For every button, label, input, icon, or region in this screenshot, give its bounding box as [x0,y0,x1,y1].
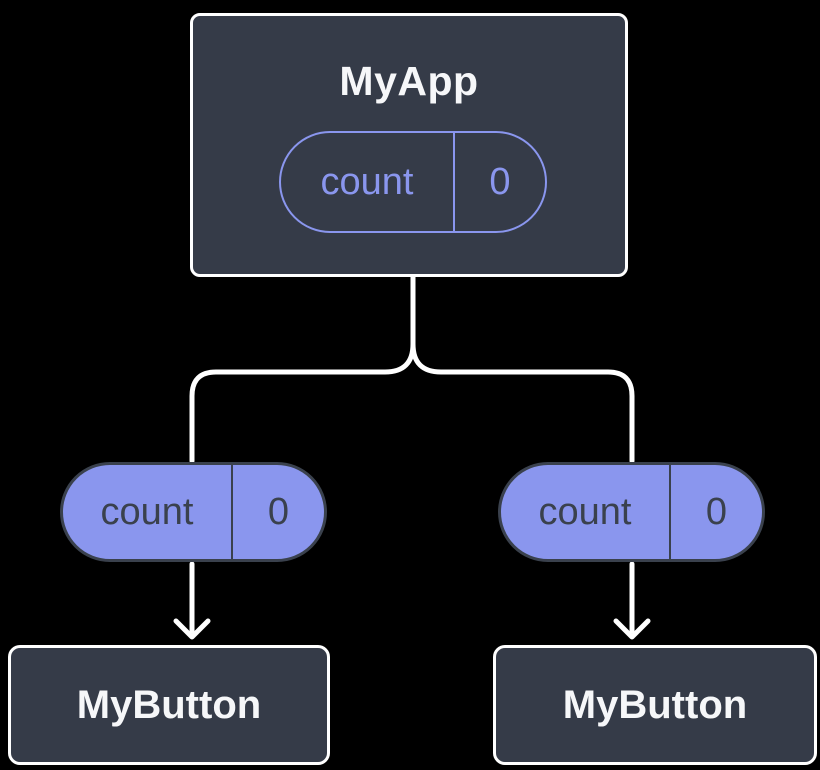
child-component-node-left: MyButton [8,645,330,765]
root-state-pill: count 0 [279,131,547,233]
tree-branch-left [189,341,416,464]
prop-value-label: 0 [267,490,290,533]
prop-pill-left: count 0 [60,462,327,562]
prop-name-label: count [63,465,233,559]
prop-pill-right: count 0 [498,462,765,562]
root-component-node: MyApp count 0 [190,13,628,277]
state-name-label: count [281,133,455,231]
child-component-node-right: MyButton [493,645,817,765]
root-component-title: MyApp [339,58,479,104]
prop-name-label: count [501,465,671,559]
child-component-title: MyButton [76,682,262,727]
state-value-label: 0 [489,160,511,203]
arrow-down-icon [613,618,651,640]
child-component-title: MyButton [562,682,748,727]
tree-branch-right [410,341,635,464]
prop-value-label: 0 [705,490,728,533]
arrow-down-icon [173,618,211,640]
